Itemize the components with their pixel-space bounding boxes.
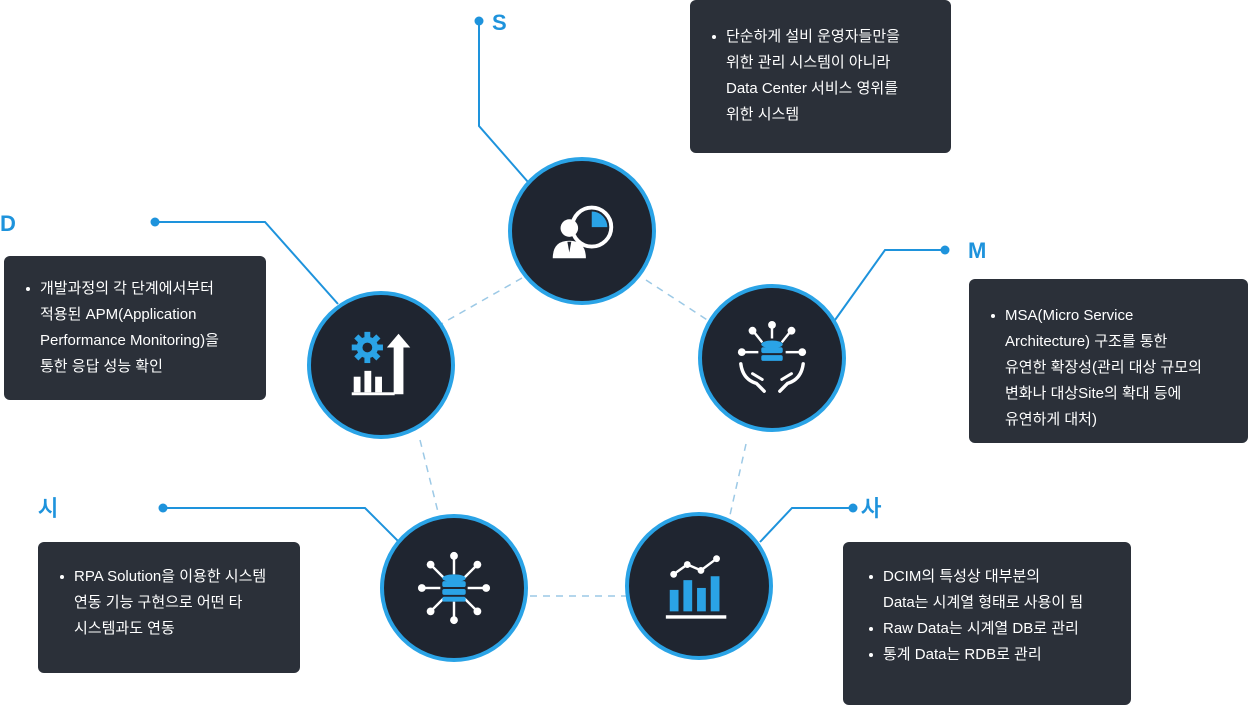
- node-s: [508, 157, 656, 305]
- label-m: M: [968, 238, 987, 263]
- node-d: [307, 291, 455, 439]
- description-item: DCIM의 특성상 대부분의 Data는 시계열 형태로 사용이 됨: [869, 564, 1111, 616]
- description-list-sa: DCIM의 특성상 대부분의 Data는 시계열 형태로 사용이 됨 Raw D…: [869, 564, 1111, 668]
- node-si: [380, 514, 528, 662]
- bar-line-chart-icon: [665, 555, 727, 619]
- description-list-si: RPA Solution을 이용한 시스템 연동 기능 구현으로 어떤 타 시스…: [60, 564, 280, 642]
- gear-growth-chart-icon: [351, 331, 411, 396]
- description-list-s: 단순하게 설비 운영자들만을 위한 관리 시스템이 아니라 Data Cente…: [712, 24, 931, 128]
- hands-database-icon: [737, 320, 807, 393]
- node-m: [698, 284, 846, 432]
- description-item: RPA Solution을 이용한 시스템 연동 기능 구현으로 어떤 타 시스…: [60, 564, 280, 642]
- description-list-d: 개발과정의 각 단계에서부터 적용된 APM(Application Perfo…: [26, 276, 246, 380]
- description-list-m: MSA(Micro Service Architecture) 구조를 통한 유…: [991, 303, 1228, 433]
- label-d: D: [0, 211, 16, 236]
- description-item: Raw Data는 시계열 DB로 관리: [869, 616, 1111, 642]
- description-box-sa: DCIM의 특성상 대부분의 Data는 시계열 형태로 사용이 됨 Raw D…: [843, 542, 1131, 705]
- database-network-icon: [417, 551, 491, 625]
- description-box-d: 개발과정의 각 단계에서부터 적용된 APM(Application Perfo…: [4, 256, 266, 400]
- node-sa: [625, 512, 773, 660]
- description-item: 통계 Data는 RDB로 관리: [869, 642, 1111, 668]
- label-si: 시: [38, 496, 59, 521]
- description-box-si: RPA Solution을 이용한 시스템 연동 기능 구현으로 어떤 타 시스…: [38, 542, 300, 673]
- description-item: 개발과정의 각 단계에서부터 적용된 APM(Application Perfo…: [26, 276, 246, 380]
- user-chart-icon: [552, 205, 614, 259]
- description-box-m: MSA(Micro Service Architecture) 구조를 통한 유…: [969, 279, 1248, 443]
- label-sa: 사: [861, 496, 882, 521]
- label-s: S: [492, 10, 507, 35]
- description-item: 단순하게 설비 운영자들만을 위한 관리 시스템이 아니라 Data Cente…: [712, 24, 931, 128]
- description-box-s: 단순하게 설비 운영자들만을 위한 관리 시스템이 아니라 Data Cente…: [690, 0, 951, 153]
- description-item: MSA(Micro Service Architecture) 구조를 통한 유…: [991, 303, 1228, 433]
